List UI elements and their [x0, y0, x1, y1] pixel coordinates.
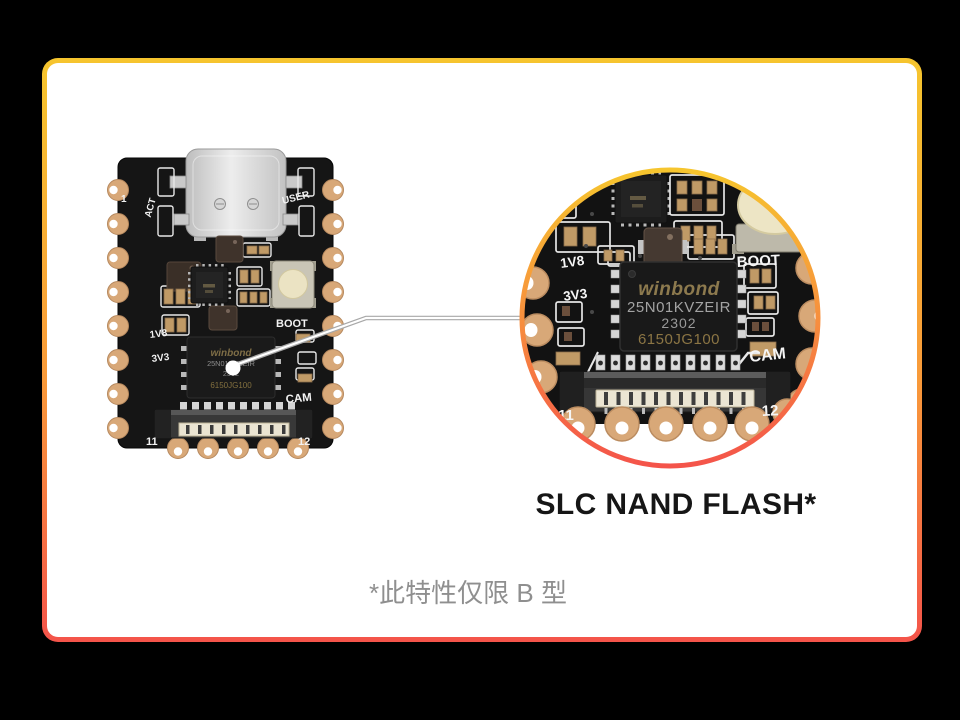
inset-chip-brand-text: winbond	[638, 279, 720, 300]
board-label-boot: BOOT	[276, 318, 308, 330]
inset-qfn-chip	[611, 171, 671, 227]
inset-inductor	[638, 227, 687, 266]
board-label-11: 11	[146, 436, 158, 448]
board-label-3v3: 3V3	[151, 352, 170, 365]
magnifier-inset: winbond 25N01KVZEIR 2302 6150JG100	[519, 167, 821, 469]
board-label-12: 12	[298, 436, 310, 448]
chip-lot-text: 6150JG100	[210, 381, 252, 390]
inset-label-boot: BOOT	[736, 252, 780, 271]
callout-anchor-dot	[225, 360, 241, 376]
camera-connector	[154, 402, 313, 439]
inset-label-3v3: 3V3	[562, 286, 588, 304]
footnote-text: *此特性仅限 B 型	[369, 578, 567, 608]
inset-label-cam: CAM	[749, 345, 787, 366]
qfn-chip	[188, 264, 231, 306]
discrete-components	[163, 235, 313, 383]
inset-label-1v8: 1V8	[559, 253, 585, 271]
callout-leader-line	[225, 315, 524, 376]
board-label-cam: CAM	[285, 392, 312, 406]
inset-label-12: 12	[761, 402, 779, 420]
board-label-1: 1	[121, 194, 127, 205]
callout-caption: SLC NAND FLASH*	[535, 488, 817, 521]
chip-brand-text: winbond	[210, 348, 252, 359]
inset-chip-lot-text: 6150JG100	[638, 331, 720, 348]
pcb-board: winbond 25N01KVZEIR 2302 6150JG100	[107, 148, 344, 459]
inset-camera-connector	[559, 351, 791, 414]
board-label-1v8: 1V8	[149, 328, 168, 341]
inset-flash-chip: winbond 25N01KVZEIR 2302 6150JG100	[610, 261, 747, 352]
usb-c-connector	[185, 148, 287, 241]
magnifier-ring	[519, 167, 821, 469]
board-label-act: ACT	[143, 197, 159, 219]
inset-chip-part-text: 25N01KVZEIR	[627, 299, 731, 316]
castellation-pads	[107, 179, 344, 459]
inset-chip-date-text: 2302	[661, 315, 696, 331]
boot-button	[270, 260, 316, 309]
